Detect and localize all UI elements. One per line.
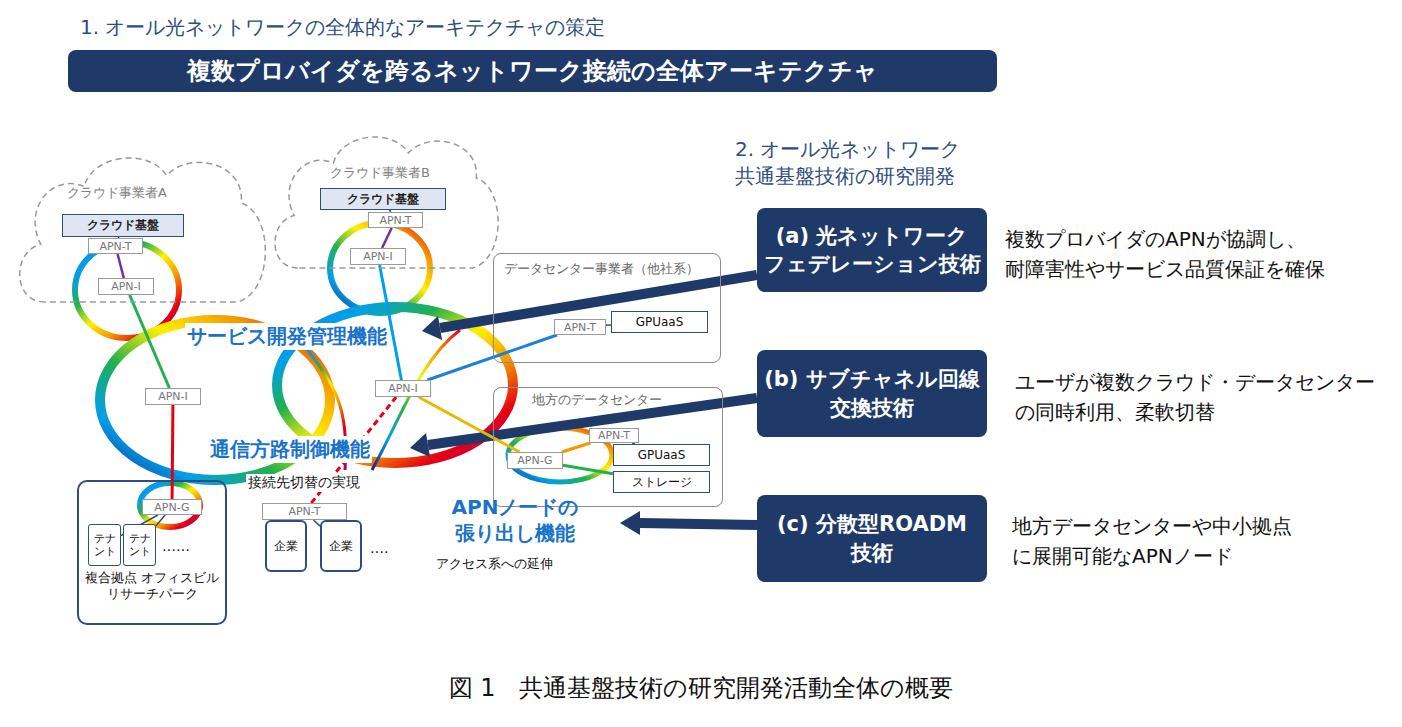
connector	[130, 295, 170, 388]
datacenter-box: 地方のデータセンター APN-T APN-G GPUaaS ストレージ	[493, 387, 723, 507]
datacenter-box: データセンター事業者（他社系） APN-T GPUaaS	[493, 253, 721, 363]
cloud-region: クラウド事業者A クラウド基盤 APN-T APN-I	[12, 148, 274, 313]
apn-box: APN-T	[262, 503, 347, 520]
ellipsis: ……	[162, 538, 190, 554]
node-text: APN-G	[154, 501, 189, 514]
description: 複数プロバイダのAPNが協調し、 耐障害性やサービス品質保証を確保	[1005, 224, 1395, 284]
figure-caption: 図 1 共通基盤技術の研究開発活動全体の概要	[0, 672, 1402, 704]
node-text: クラウド基盤	[347, 191, 419, 208]
node-text: クラウド基盤	[87, 217, 159, 234]
section-heading: 2. オール光ネットワーク 共通基盤技術の研究開発	[735, 136, 1065, 190]
node-text: 企業	[329, 538, 353, 555]
apn-box: APN-T	[589, 428, 639, 443]
service-box: GPUaaS	[613, 444, 710, 466]
heading-band: 複数プロバイダを跨るネットワーク接続の全体アーキテクチャ	[68, 50, 997, 92]
apn-box: APN-I	[375, 380, 431, 397]
apn-box: APN-G	[142, 499, 202, 515]
service-box: GPUaaS	[611, 311, 708, 333]
service-box: ストレージ	[613, 471, 710, 493]
node-text: (a) 光ネットワーク フェデレーション技術	[763, 222, 981, 279]
tenant-box: テナント	[123, 524, 156, 566]
ellipsis: ….	[370, 540, 388, 556]
apn-box: APN-I	[145, 388, 201, 405]
node-text: APN-T	[598, 429, 630, 442]
description: 地方データセンターや中小拠点 に展開可能なAPNノード	[1012, 511, 1394, 571]
enterprise-box: 企業	[265, 520, 307, 572]
node-text: GPUaaS	[638, 448, 686, 462]
node-text: テナント	[125, 532, 154, 558]
note-label: アクセス系への延伸	[436, 555, 553, 573]
node-text: APN-G	[517, 454, 552, 467]
node-text: APN-I	[158, 390, 188, 403]
node-text: APN-T	[379, 214, 411, 227]
enterprise-box: 企業	[320, 520, 362, 572]
node-text: クラウド事業者B	[330, 164, 430, 182]
connector	[118, 254, 124, 278]
node-text: テナント	[90, 532, 119, 558]
apn-box: APN-G	[507, 452, 563, 469]
node-text: 地方のデータセンター	[532, 391, 662, 409]
technology-box: (a) 光ネットワーク フェデレーション技術	[757, 208, 987, 292]
connector	[562, 443, 590, 452]
site-box: 複合拠点 オフィスビル リサーチパーク APN-G テナントテナント	[77, 480, 227, 625]
apn-box: APN-T	[368, 212, 423, 228]
platform-box: クラウド基盤	[320, 188, 446, 210]
node-text: 複数プロバイダを跨るネットワーク接続の全体アーキテクチャ	[187, 55, 878, 87]
node-text: APN-I	[111, 280, 141, 293]
node-text: 企業	[274, 538, 298, 555]
connector	[171, 405, 175, 499]
technology-box: (b) サブチャネル回線 交換技術	[757, 350, 987, 437]
note-label: 接続先切替の実現	[246, 474, 362, 492]
node-text: クラウド事業者A	[67, 184, 167, 202]
function-label: サービス開発管理機能	[185, 323, 389, 350]
node-text: (c) 分散型ROADM 技術	[763, 510, 981, 567]
connector	[382, 228, 392, 248]
node-text: APN-T	[99, 240, 131, 253]
node-text: 複合拠点 オフィスビル リサーチパーク	[79, 570, 225, 603]
connector	[419, 397, 520, 452]
node-text: APN-I	[363, 250, 393, 263]
apn-box: APN-T	[88, 238, 143, 254]
apn-box: APN-I	[98, 278, 154, 295]
node-text: APN-I	[388, 382, 418, 395]
description: ユーザが複数クラウド・データセンター の同時利用、柔軟切替	[1015, 367, 1397, 427]
tenant-box: テナント	[88, 524, 121, 566]
apn-box: APN-I	[350, 248, 406, 265]
connector	[563, 465, 613, 473]
node-text: APN-T	[288, 505, 320, 518]
node-text: (b) サブチャネル回線 交換技術	[763, 365, 981, 422]
apn-box: APN-T	[554, 319, 606, 335]
platform-box: クラウド基盤	[62, 214, 184, 237]
node-text: GPUaaS	[636, 315, 684, 329]
function-label: APNノードの 張り出し機能	[440, 494, 590, 546]
figure-heading: 1. オール光ネットワークの全体的なアーキテクチャの策定	[80, 14, 605, 41]
node-text: APN-T	[564, 321, 596, 334]
node-text: ストレージ	[632, 474, 692, 491]
connector	[156, 515, 165, 526]
technology-box: (c) 分散型ROADM 技術	[757, 495, 987, 582]
node-text: データセンター事業者（他社系）	[504, 260, 699, 278]
function-label: 通信方路制御機能	[208, 436, 372, 463]
cloud-region: クラウド事業者B クラウド基盤 APN-T APN-I	[268, 128, 506, 278]
